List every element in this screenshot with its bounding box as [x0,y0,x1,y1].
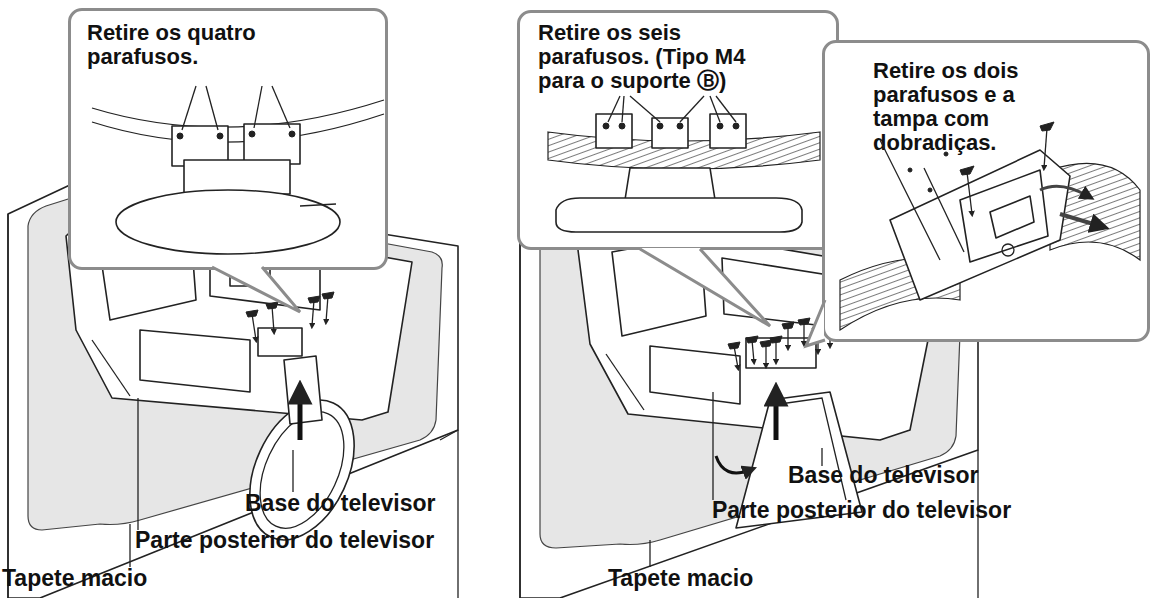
callout-pointer [212,267,300,312]
tv-bottom [548,132,820,169]
stand-neck [624,168,716,206]
guide-line [880,140,940,260]
instruction-text: Retire os dois parafusos e a tampa com d… [873,59,1063,155]
bracket [652,118,688,148]
part-label: Tapete macio [2,565,147,591]
tv-back-recess [612,236,706,336]
part-label: Parte posterior do televisor [135,527,434,553]
tv-edge [1050,163,1140,260]
stand-bracket [258,328,302,356]
callout-pointer [806,300,825,346]
cover-hole [1002,244,1014,256]
tv-bottom-edge [92,114,384,142]
lift-arrow [774,394,779,440]
bracket [172,126,228,166]
part-label: Parte posterior do televisor [712,497,1011,523]
table-edge [440,430,458,440]
tv-bottom-edge [92,100,384,127]
stand-edge [300,204,336,206]
table-leg [7,214,8,598]
stand-detail [548,96,820,232]
stand-base [556,198,802,232]
tv-back-recess [650,346,740,404]
cover-hole [990,196,1034,238]
bracket [596,114,632,148]
part-label: Tapete macio [608,565,753,591]
hinge-cover-detail [840,122,1140,330]
lift-arrow [298,392,303,440]
tv-back-recess [140,330,250,392]
stand-base [116,190,340,254]
callout-pointer [640,249,770,326]
remove-arrow [1060,214,1100,226]
tv-edge [606,354,644,410]
tv-stand-neck [284,356,322,424]
rotate-arrow [716,456,750,473]
stand-neck [184,160,290,194]
callout-box: Retire os seis parafusos. (Tipo M4 para … [517,10,839,250]
tv-panel [890,150,1070,300]
guide-line [924,168,964,252]
bracket [710,114,746,148]
tv-stand-base-rim [243,399,361,542]
screws [728,318,836,368]
part-label: Base do televisor [245,490,435,516]
table-leg [519,228,520,598]
tv-edge [92,340,130,396]
callout-pointer [212,266,300,312]
bracket [244,124,300,164]
instruction-text: Retire os seis parafusos. (Tipo M4 para … [538,21,783,93]
screws [246,292,334,340]
stand-bracket [746,338,816,368]
hinged-cover [960,170,1048,262]
table-leg [457,430,458,598]
callout-box: Retire os quatro parafusos. [68,8,388,270]
tv-edge [840,258,960,331]
callout-pointer [806,300,824,346]
part-label: Base do televisor [788,462,978,488]
callout-pointer [640,248,770,326]
callout-box: Retire os dois parafusos e a tampa com d… [822,40,1150,342]
remove-arrow [1040,186,1088,196]
instruction-text: Retire os quatro parafusos. [87,21,337,69]
stand-detail [92,86,384,254]
